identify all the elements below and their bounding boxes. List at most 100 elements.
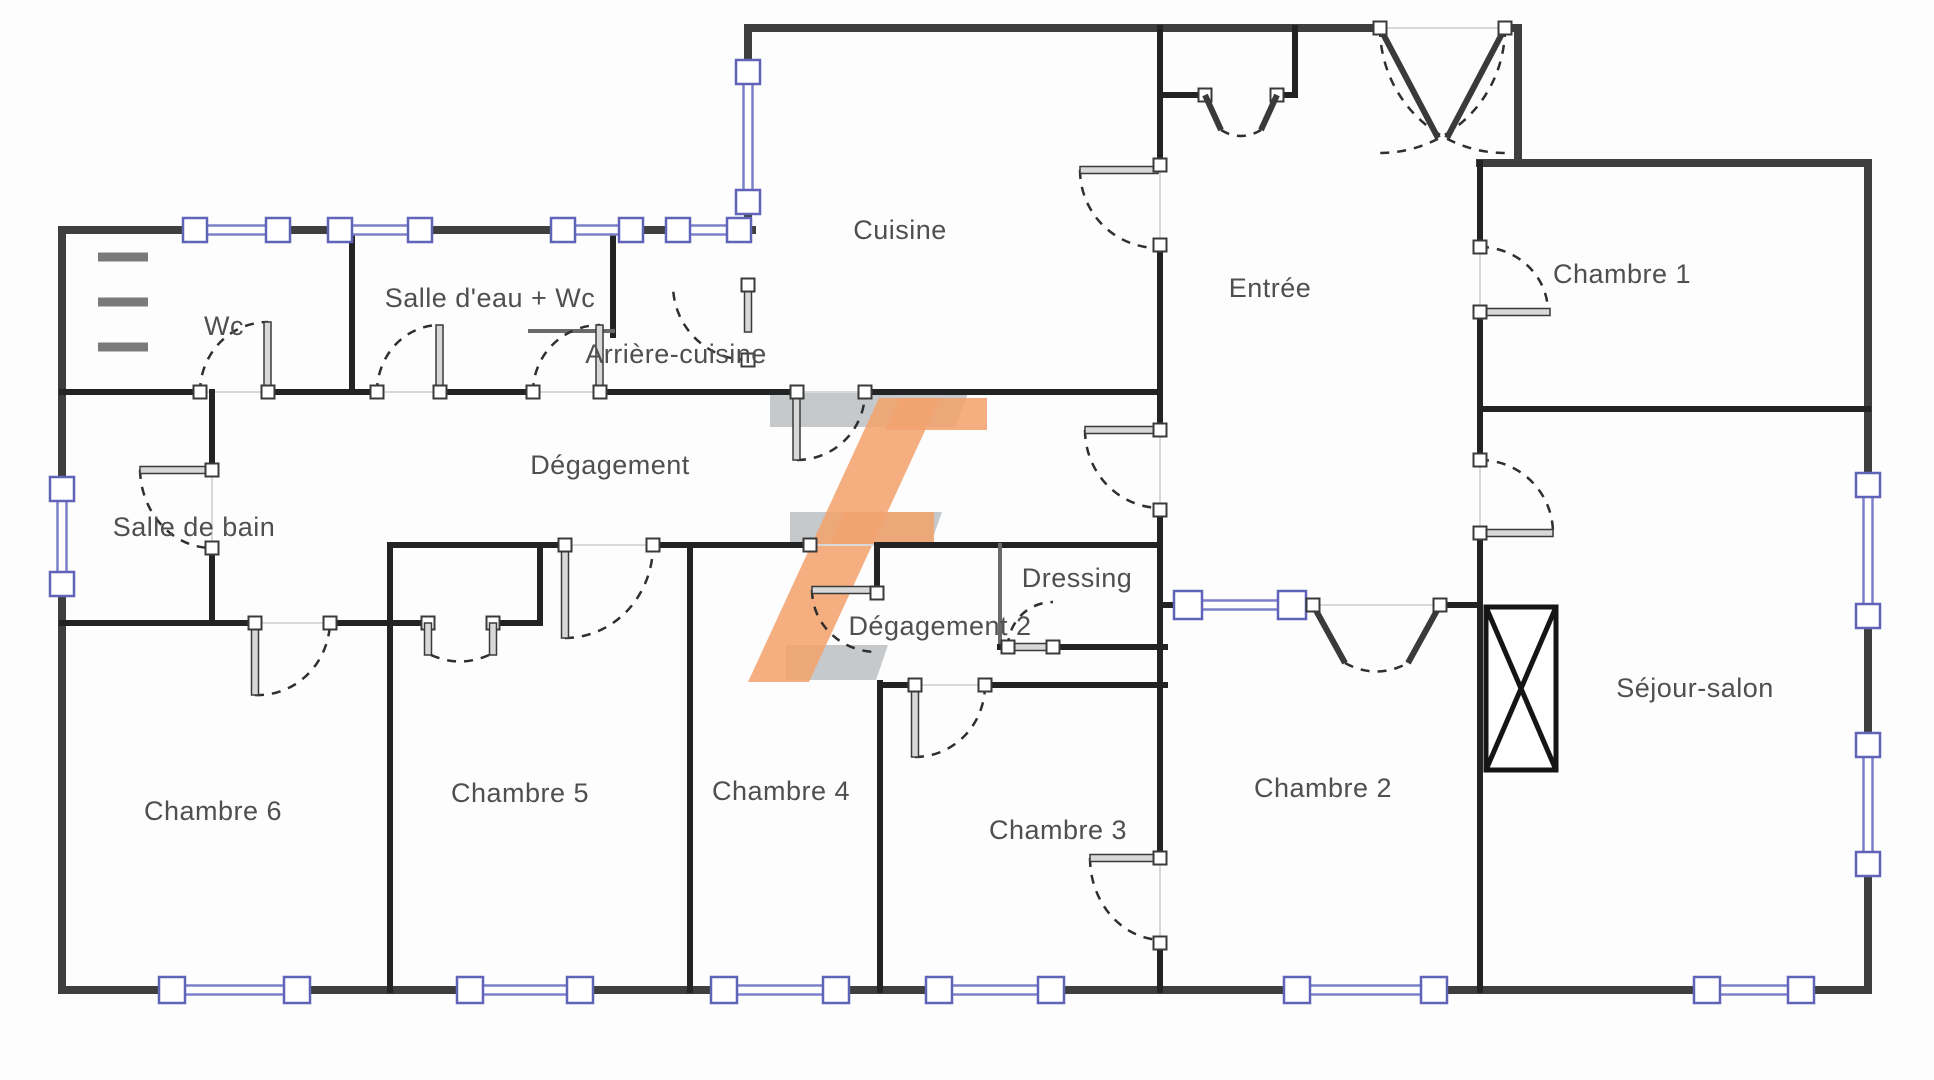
door-leaf <box>1405 603 1443 665</box>
door-arc <box>1006 600 1054 648</box>
window-cap <box>1854 850 1882 878</box>
door-hinge <box>1472 452 1488 468</box>
door-hinge <box>1472 304 1488 320</box>
door-hinge <box>260 384 276 400</box>
door-arc <box>375 323 441 393</box>
room-label-degagement: Dégagement <box>530 450 690 480</box>
room-label-sejour-salon: Séjour-salon <box>1616 673 1774 703</box>
door-leaf <box>1481 307 1551 317</box>
window <box>1862 494 1874 607</box>
window-cap <box>326 216 354 244</box>
door-leaf <box>1258 93 1280 132</box>
door-leaf <box>910 684 920 758</box>
door-arc <box>1078 169 1161 250</box>
window <box>742 81 754 193</box>
room-label-chambre-5: Chambre 5 <box>451 778 589 808</box>
door-leaf <box>1202 93 1224 132</box>
door-hinge <box>740 277 756 293</box>
door-arc <box>1088 857 1161 942</box>
window <box>733 984 827 996</box>
door-hinge <box>857 384 873 400</box>
window-cap <box>157 975 187 1005</box>
room-label-chambre-2: Chambre 2 <box>1254 773 1392 803</box>
watermark-logo <box>748 393 987 682</box>
room-label-dressing: Dressing <box>1022 563 1133 593</box>
window <box>349 224 411 236</box>
door-leaf <box>488 622 498 656</box>
door-arc <box>198 320 269 393</box>
window-cap <box>48 475 76 503</box>
window <box>1198 599 1282 611</box>
window-cap <box>455 975 485 1005</box>
door-arc <box>810 589 878 654</box>
door-hinge <box>1152 157 1168 173</box>
window-cap <box>48 570 76 598</box>
window-cap <box>617 216 645 244</box>
door-leaf <box>1444 26 1508 140</box>
doors <box>138 20 1555 951</box>
door-arc <box>1479 245 1550 313</box>
door-thresholds <box>200 27 1505 943</box>
window <box>181 984 288 996</box>
window-cap <box>565 975 595 1005</box>
door-leaf <box>250 622 260 696</box>
door-hinge <box>645 537 661 553</box>
watermark-accent-crossbar <box>829 512 934 546</box>
door-hinge <box>204 462 220 478</box>
window <box>1862 754 1874 855</box>
door-hinge <box>204 540 220 556</box>
fixtures <box>1483 604 1559 773</box>
window-cap <box>549 216 577 244</box>
door-leaf <box>1481 528 1554 538</box>
door-hinge <box>789 384 805 400</box>
door-hinge <box>1472 525 1488 541</box>
door-hinge <box>1472 239 1488 255</box>
window <box>204 224 270 236</box>
door-hinge <box>247 615 263 631</box>
window-cap <box>1854 471 1882 499</box>
door-hinge <box>557 537 573 553</box>
door-hinge <box>432 384 448 400</box>
door-leaf <box>1084 425 1159 435</box>
door-hinge <box>1152 502 1168 518</box>
door-leaf <box>1377 26 1441 140</box>
window-cap <box>1172 589 1204 621</box>
room-label-chambre-6: Chambre 6 <box>144 796 282 826</box>
window <box>479 984 571 996</box>
door-arc <box>531 323 601 393</box>
window-cap <box>1276 589 1308 621</box>
door-hinge <box>322 615 338 631</box>
door-arc <box>1378 27 1506 155</box>
room-label-salle-d-eau-wc: Salle d'eau + Wc <box>385 283 596 313</box>
window-cap <box>1282 975 1312 1005</box>
window-cap <box>1854 731 1882 759</box>
door-hinge <box>1305 597 1321 613</box>
window-cap <box>821 975 851 1005</box>
window-cap <box>734 188 762 216</box>
window <box>1716 984 1792 996</box>
window <box>572 224 622 236</box>
door-hinge <box>1432 597 1448 613</box>
room-label-chambre-1: Chambre 1 <box>1553 259 1691 289</box>
window-cap <box>1854 602 1882 630</box>
door-hinge <box>907 677 923 693</box>
room-label-entree: Entrée <box>1229 273 1312 303</box>
window-cap <box>1419 975 1449 1005</box>
door-hinge <box>740 352 756 368</box>
window <box>1306 984 1425 996</box>
duct-cross-diagonal <box>1483 606 1559 771</box>
door-arc <box>564 544 655 640</box>
door-leaf <box>743 286 753 333</box>
interior-walls <box>59 25 1871 993</box>
door-hinge <box>1497 20 1513 36</box>
door-leaf <box>139 465 213 475</box>
door-leaf <box>811 585 878 595</box>
door-arc <box>1344 661 1409 673</box>
door-hinge <box>1152 850 1168 866</box>
room-label-salle-de-bain: Salle de bain <box>113 512 276 542</box>
window-cap <box>1036 975 1066 1005</box>
door-leaf <box>1089 853 1159 863</box>
